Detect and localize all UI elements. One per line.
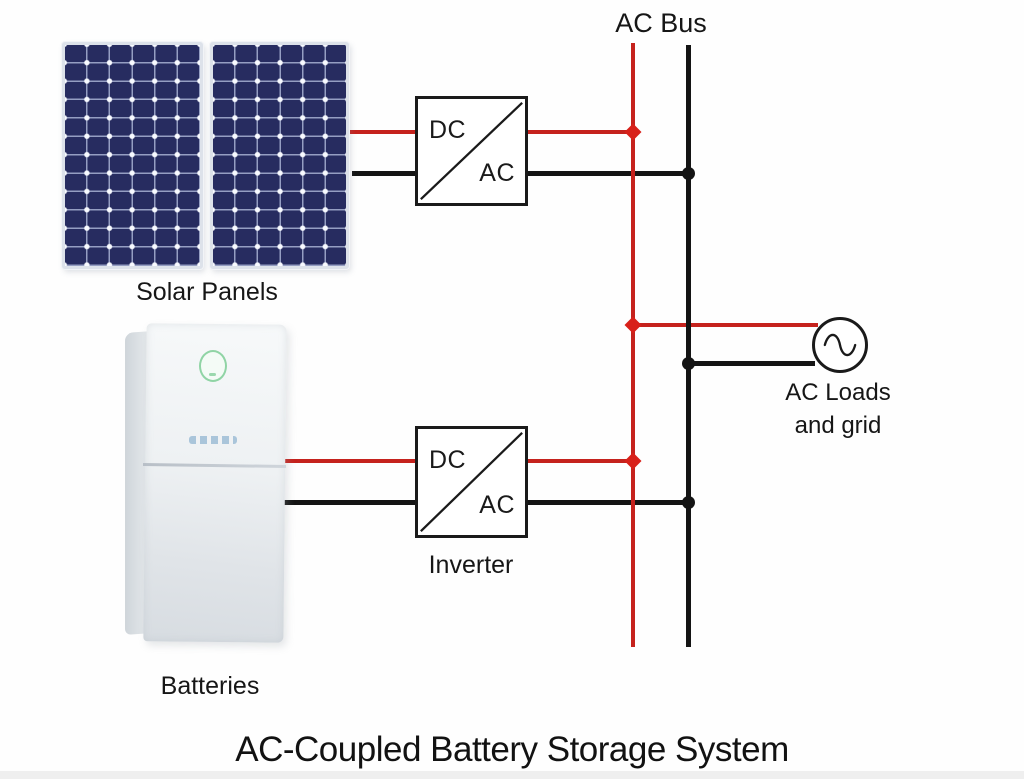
- junction-dot-red: [624, 123, 642, 141]
- sine-wave-icon: [823, 333, 857, 357]
- junction-dot-black: [682, 167, 695, 180]
- solar-panel-right: [210, 42, 349, 269]
- pv-dc-ac-converter: DC AC: [415, 96, 528, 206]
- bottom-band: [0, 771, 1024, 779]
- ac-bus-label: AC Bus: [615, 8, 707, 38]
- ac-loads-line1: AC Loads: [785, 379, 891, 406]
- diagram-title: AC-Coupled Battery Storage System: [235, 730, 789, 769]
- battery-brand-logo: [189, 436, 237, 444]
- solar-panels-label: Solar Panels: [136, 278, 278, 306]
- ac-bus-line-black: [686, 45, 691, 647]
- ac-label: AC: [479, 159, 515, 187]
- ac-bus-line-red: [631, 43, 635, 647]
- loads-positive-wire: [633, 323, 818, 327]
- ac-loads-line2: and grid: [794, 412, 882, 439]
- dc-label: DC: [429, 446, 467, 474]
- dc-ac-diagonal: [420, 101, 523, 201]
- battery-inverter: DC AC: [415, 426, 528, 538]
- ac-loads-label: AC Loads and grid: [748, 376, 928, 442]
- inverter-label: Inverter: [428, 551, 514, 579]
- junction-dot-black: [682, 496, 695, 509]
- dc-label: DC: [429, 116, 467, 144]
- junction-dot-red: [624, 452, 642, 470]
- loads-return-wire: [686, 361, 815, 366]
- junction-dot-red: [624, 316, 642, 334]
- battery-unit: [123, 318, 289, 648]
- battery-status-led-icon: [199, 350, 227, 382]
- ac-source-symbol: [812, 317, 868, 373]
- solar-panel-left: [62, 42, 203, 269]
- batteries-label: Batteries: [160, 672, 260, 700]
- junction-dot-black: [682, 357, 695, 370]
- ac-label: AC: [479, 491, 515, 519]
- dc-ac-diagonal: [420, 431, 523, 533]
